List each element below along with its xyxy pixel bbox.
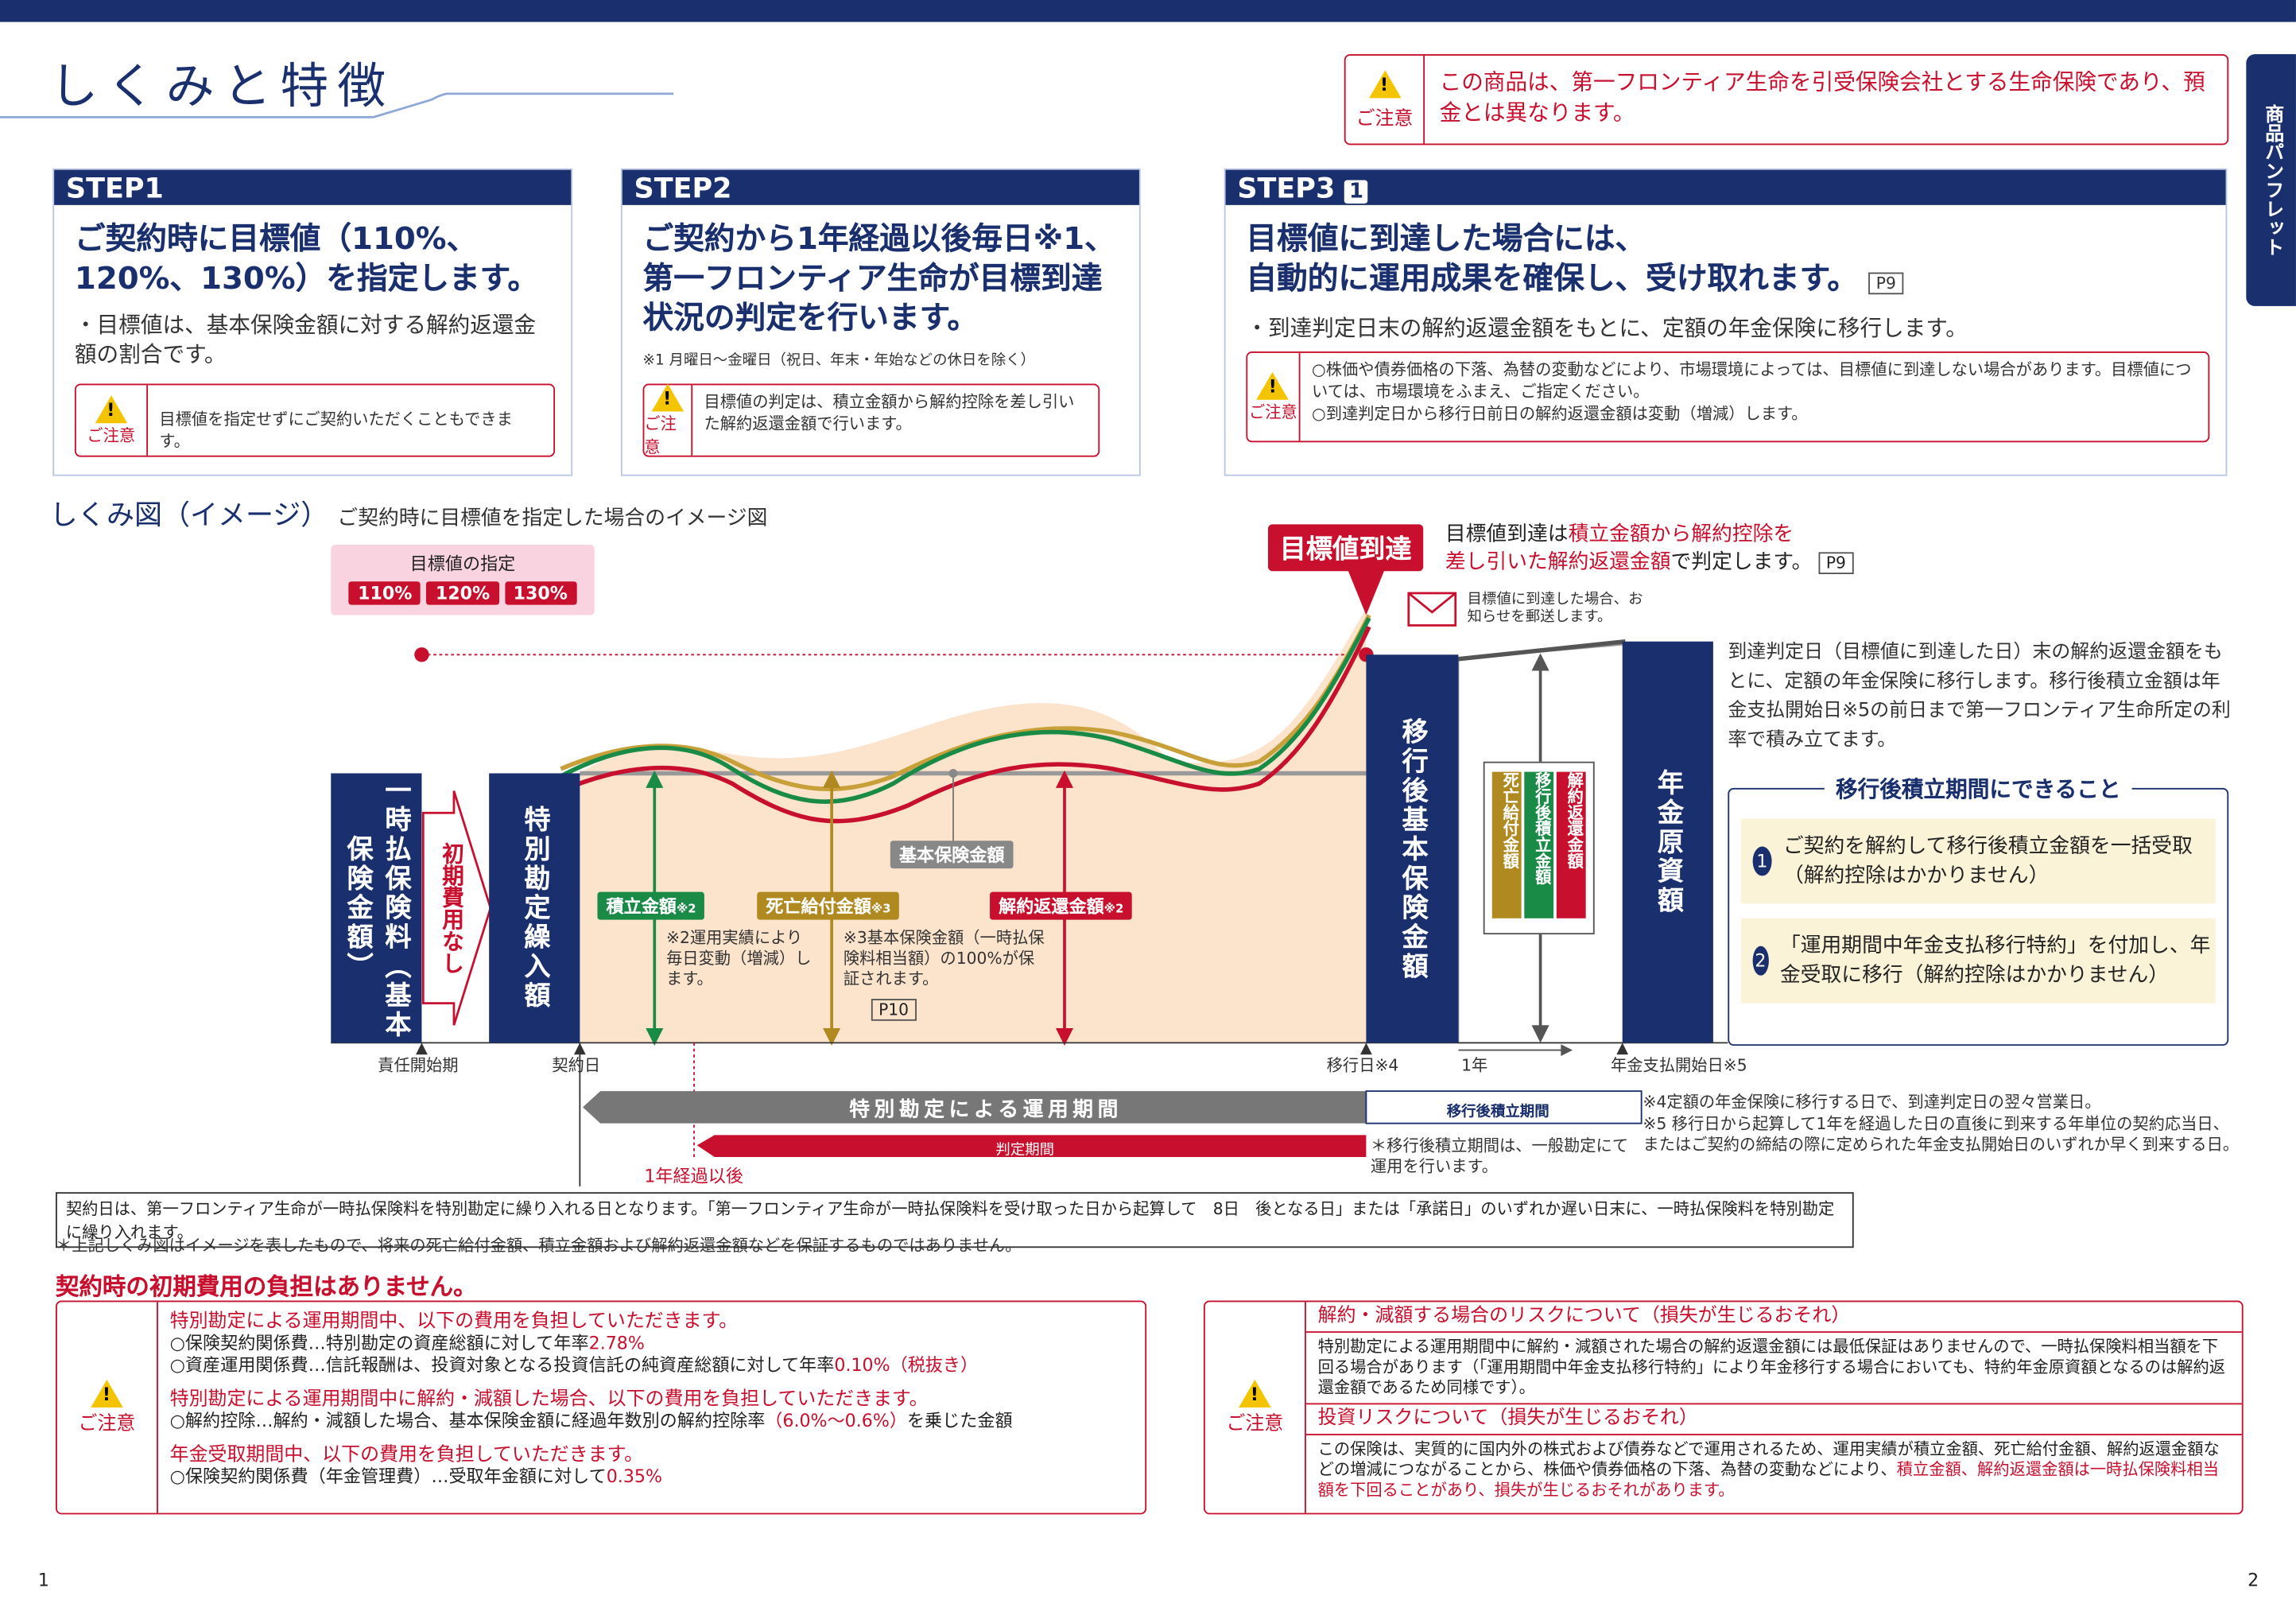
fees-box: !ご注意 特別勘定による運用期間中、以下の費用を負担していただきます。 ○保険契… [55, 1300, 1147, 1515]
fees-heading: 契約時の初期費用の負担はありません。 [55, 1272, 477, 1301]
top-bar [0, 0, 2296, 22]
no-fee-label: 初期費用なし [439, 842, 466, 974]
page-title: しくみと特徴 [49, 56, 395, 115]
caution-badge: ! ご注意 [1346, 55, 1425, 144]
can-do-box: 移行後積立期間にできること 1 ご契約を解約して移行後積立金額を一括受取（解約控… [1728, 776, 2229, 1046]
warning-icon: ! [1368, 69, 1401, 98]
step3-head: STEP3 1 [1225, 169, 2226, 205]
disclaimer: ＊上記しくみ図はイメージを表したもので、将来の死亡給付金額、積立金額および解約返… [55, 1236, 1022, 1256]
step1-card: STEP1 ご契約時に目標値（110%、120%、130%）を指定します。 ・目… [52, 168, 573, 476]
side-tab: 商品パンフレット [2246, 54, 2296, 306]
step2-note: ※1 月曜日～金曜日（祝日、年末・年始などの休日を除く） [642, 352, 1036, 370]
annuity-bar: 年金原資額 [1622, 641, 1713, 1043]
mail-note: 目標値に到達した場合、お知らせを郵送します。 [1467, 592, 1643, 626]
step3-caution: !ご注意 ○株価や債券価格の下落、為替の変動などにより、市場環境によっては、目標… [1246, 351, 2210, 443]
axis-annuity-start: 年金支払開始日※5 [1610, 1055, 1747, 1075]
step3-main2: 自動的に運用成果を確保し、受け取れます。 P9 [1246, 259, 2208, 303]
axis-transfer: 移行日※4 [1326, 1055, 1399, 1075]
premium-bar: 一時払保険料（基本保険金額） [331, 773, 422, 1043]
note-4: ※4定額の年金保険に移行する日で、到達判定日の翌々営業日。 [1642, 1092, 2101, 1112]
step1-main: ご契約時に目標値（110%、120%、130%）を指定します。 [74, 221, 539, 297]
fees-s2: 特別勘定による運用期間中に解約・減額した場合、以下の費用を負担していただきます。 [169, 1388, 929, 1411]
risk-box: !ご注意 解約・減額する場合のリスクについて（損失が生じるおそれ） 特別勘定によ… [1203, 1300, 2244, 1515]
reach-label: 目標値到達 [1267, 524, 1424, 572]
right-description: 到達判定日（目標値に到達した日）末の解約返還金額をもとに、定額の年金保険に移行し… [1728, 641, 2231, 751]
warning-icon: ! [1257, 371, 1290, 399]
footer-bar-text: 諸費用に関する詳細はP15をご参照ください。 [1888, 1547, 2199, 1565]
title-underline [0, 92, 674, 118]
axis-contract: 契約日 [552, 1055, 601, 1075]
target-130: 130% [504, 581, 576, 605]
one-year-label: 1年経過以後 [644, 1166, 743, 1186]
after-note: ＊移行後積立期間は、一般勘定にて運用を行います。 [1370, 1136, 1629, 1176]
target-120: 120% [426, 581, 499, 605]
target-110: 110% [349, 581, 421, 605]
warning-icon: ! [91, 1379, 123, 1408]
step3-main1: 目標値に到達した場合には、 [1246, 221, 1646, 257]
step2-main: ご契約から1年経過以後毎日※1、第一フロンティア生命が目標到達状況の判定を行いま… [642, 221, 1115, 336]
ref-p9[interactable]: P9 [1868, 272, 1904, 295]
step2-head: STEP2 [622, 169, 1139, 205]
after-base-bar: 移行後基本保険金額 [1366, 654, 1459, 1043]
step1-sub: ・目標値は、基本保険金額に対する解約返還金額の割合です。 [74, 312, 537, 368]
contract-note: 契約日は、第一フロンティア生命が一時払保険料を特別勘定に繰り入れる日となります。… [55, 1192, 1854, 1248]
can-do-1: 1 ご契約を解約して移行後積立金額を一括受取（解約控除はかかりません） [1740, 818, 2216, 904]
surrender-label: 解約返還金額※2 [990, 891, 1133, 920]
can-do-2: 2 「運用期間中年金支払移行特約」を付加し、年金受取に移行（解約控除はかかりませ… [1740, 918, 2216, 1004]
target-box: 目標値の指定 110% 120% 130% [331, 545, 595, 615]
notice-text: この商品は、第一フロンティア生命を引受保険会社とする生命保険であり、預金とは異な… [1439, 68, 2205, 126]
step1-caution: !ご注意 目標値を指定せずにご契約いただくこともできます。 [74, 383, 556, 457]
step2-caution: !ご注意 目標値の判定は、積立金額から解約控除を差し引いた解約返還金額で行います… [642, 382, 1100, 457]
warning-icon: ! [1239, 1379, 1271, 1408]
page-number-right: 2 [2248, 1570, 2259, 1591]
acc-label: 積立金額※2 [597, 891, 705, 920]
step2-card: STEP2 ご契約から1年経過以後毎日※1、第一フロンティア生命が目標到達状況の… [620, 168, 1141, 476]
special-bar: 特別勘定繰入額 [489, 773, 580, 1043]
warning-icon: ! [95, 394, 128, 423]
ref-p9-2[interactable]: P9 [1818, 552, 1854, 574]
period-special: 特別勘定による運用期間 [849, 1098, 1123, 1122]
header-notice: ! ご注意 この商品は、第一フロンティア生命を引受保険会社とする生命保険であり、… [1344, 54, 2229, 146]
reach-desc: 目標値到達は積立金額から解約控除を 差し引いた解約返還金額で判定します。 P9 [1445, 522, 1854, 577]
after-items: 死亡給付金額 移行後積立金額 解約返還金額 [1483, 761, 1595, 935]
warning-icon: ! [651, 382, 684, 411]
fees-s1: 特別勘定による運用期間中、以下の費用を負担していただきます。 [169, 1310, 739, 1334]
step3-sub: ・到達判定日末の解約返還金額をもとに、定額の年金保険に移行します。 [1246, 314, 1968, 342]
fees-s3: 年金受取期間中、以下の費用を負担していただきます。 [169, 1444, 644, 1466]
step3-card: STEP3 1 目標値に到達した場合には、 自動的に運用成果を確保し、受け取れま… [1224, 168, 2228, 476]
note-5: ※5 移行日から起算して1年を経過した日の直後に到来する年単位の契約応当日、また… [1642, 1114, 2240, 1155]
death-note: ※3基本保険金額（一時払保険料相当額）の100%が保証されます。 [843, 928, 1045, 989]
step1-head: STEP1 [54, 169, 572, 205]
page-number-left: 1 [37, 1570, 49, 1591]
period-after: 移行後積立期間 [1446, 1104, 1549, 1120]
risk-t2: この保険は、実質的に国内外の株式および債券などで運用されるため、運用実績が積立金… [1317, 1439, 2220, 1501]
axis-start: 責任開始期 [378, 1055, 459, 1075]
acc-note: ※2運用実績により毎日変動（増減）します。 [666, 928, 812, 989]
base-amount-label: 基本保険金額 [890, 841, 1014, 869]
risk-t1: 特別勘定による運用期間中に解約・減額された場合の解約返還金額には最低保証はありま… [1317, 1337, 2226, 1398]
risk-h2: 投資リスクについて（損失が生じるおそれ） [1305, 1403, 2242, 1435]
diagram-title: しくみ図（イメージ） ご契約時に目標値を指定した場合のイメージ図 [49, 499, 768, 532]
risk-h1: 解約・減額する場合のリスクについて（損失が生じるおそれ） [1305, 1302, 2242, 1334]
ref-p10[interactable]: P10 [871, 999, 917, 1021]
period-judge: 判定期間 [995, 1142, 1055, 1159]
death-label: 死亡給付金額※3 [757, 891, 900, 920]
axis-one-year: 1年 [1461, 1055, 1488, 1075]
